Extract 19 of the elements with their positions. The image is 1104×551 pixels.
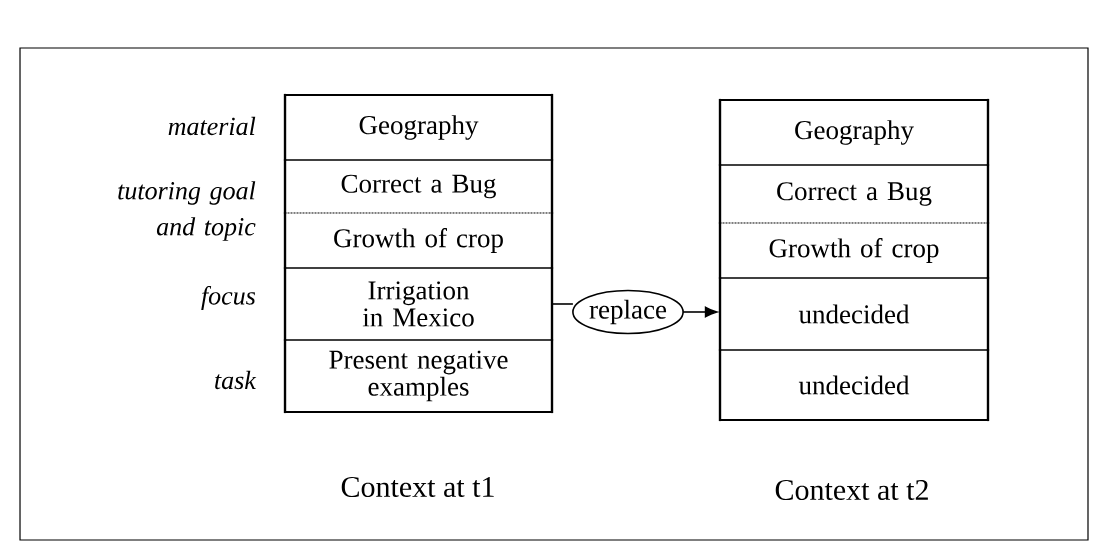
slot-cell: Growth of crop bbox=[718, 221, 990, 280]
slot-cell: Growth of crop bbox=[283, 211, 554, 270]
context-stack bbox=[283, 93, 554, 414]
slot-cell: Present negative examples bbox=[283, 338, 554, 414]
slot-cell: Geography bbox=[718, 98, 990, 167]
slot-cell: undecided bbox=[718, 276, 990, 352]
slot-cell: Correct a Bug bbox=[283, 158, 554, 215]
slot-cell: Correct a Bug bbox=[718, 163, 990, 225]
slot-cell: undecided bbox=[718, 348, 990, 422]
slot-cell: Irrigation in Mexico bbox=[283, 266, 554, 342]
row-label: material bbox=[168, 116, 256, 136]
context-caption: Context at t2 bbox=[775, 479, 928, 501]
row-label: task bbox=[215, 370, 257, 390]
slot-cell: Geography bbox=[283, 93, 554, 162]
row-label: focus bbox=[201, 286, 256, 310]
row-label: tutoring goal and topic bbox=[118, 181, 256, 241]
arrow bbox=[683, 306, 718, 318]
context-stack bbox=[718, 98, 990, 422]
context-caption: Context at t1 bbox=[341, 476, 494, 498]
